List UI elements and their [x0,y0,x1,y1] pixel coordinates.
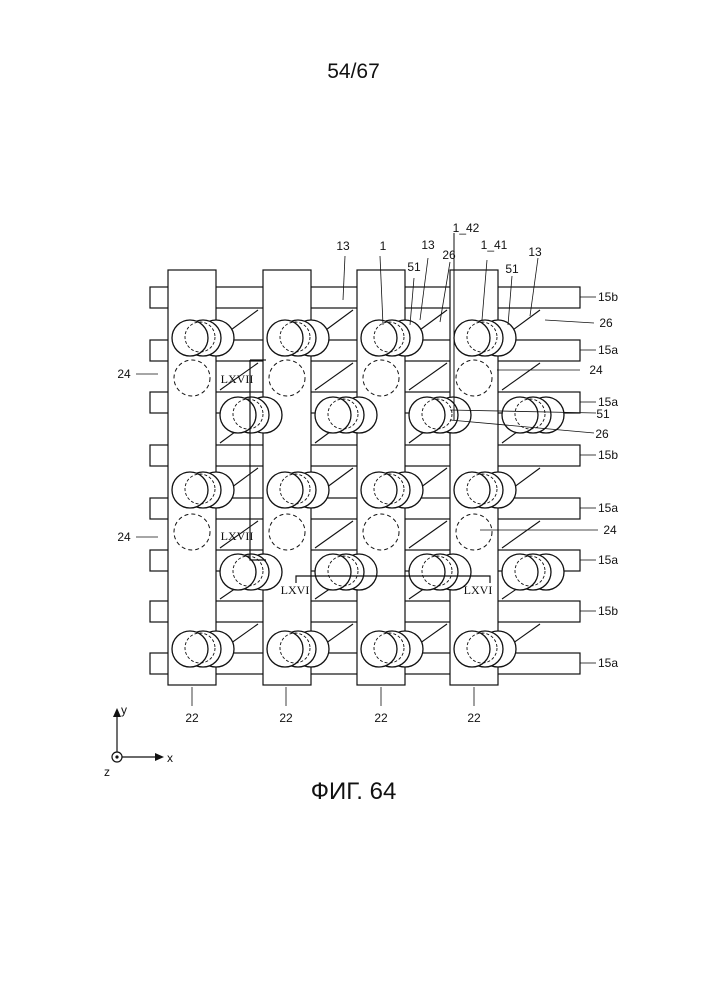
label-1: 1 [380,239,387,253]
label-15a-3: 15a [598,501,618,515]
label-51-a: 51 [407,260,421,274]
label-24-right-bottom: 24 [603,523,617,537]
section-label-lxvii-top: LXVII [221,372,254,386]
pillar-circle-a13-2 [454,472,490,508]
pillar-circle-a20-2 [172,631,208,667]
label-24-left-top: 24 [117,367,131,381]
leader-line-17 [545,320,594,323]
pillar-circle-a03-2 [454,320,490,356]
x-axis-label: x [167,751,173,765]
label-13-a: 13 [336,239,350,253]
label-22-b: 22 [279,711,293,725]
connector-1-3 [502,363,540,390]
x-axis-arrow [155,753,164,761]
label-22-c: 22 [374,711,388,725]
pillar-circle-a21-2 [267,631,303,667]
pillar-circle-a10-2 [172,472,208,508]
label-26-c: 26 [595,427,609,441]
label-15a-5: 15a [598,656,618,670]
label-22-d: 22 [467,711,481,725]
label-13-c: 13 [528,245,542,259]
connector-1-2 [409,363,447,390]
pillar-circle-b02-2 [409,397,445,433]
connector-4-2 [409,521,447,548]
label-1-41: 1_41 [481,238,508,252]
pillar-circle-a23-2 [454,631,490,667]
pillar-circle-b13-2 [502,554,538,590]
label-1-42: 1_42 [453,221,480,235]
pillar-circle-a01-2 [267,320,303,356]
label-22-a: 22 [185,711,199,725]
pillar-circle-a00-2 [172,320,208,356]
z-axis-label: z [104,765,110,779]
section-label-lxvi-right: LXVI [464,583,493,597]
pillar-circle-a22-2 [361,631,397,667]
connector-4-1 [315,521,353,548]
axis-indicator: y x z [104,703,173,779]
label-24-left-bottom: 24 [117,530,131,544]
label-51-b: 51 [505,262,519,276]
label-13-b: 13 [421,238,435,252]
pillar-circle-a11-2 [267,472,303,508]
label-15b-2: 15b [598,448,618,462]
z-axis-dot [115,755,118,758]
label-24-right-top: 24 [589,363,603,377]
label-15a-1: 15a [598,343,618,357]
pillar-circle-b12-2 [409,554,445,590]
pillar-circle-b01-2 [315,397,351,433]
label-51-c: 51 [596,407,610,421]
label-15b-1: 15b [598,290,618,304]
connector-1-1 [315,363,353,390]
label-15a-4: 15a [598,553,618,567]
y-axis-label: y [121,703,127,717]
label-26-a: 26 [442,248,456,262]
section-label-lxvii-bottom: LXVII [221,529,254,543]
pillar-circle-b11-2 [315,554,351,590]
label-26-b: 26 [599,316,613,330]
section-label-lxvi-left: LXVI [281,583,310,597]
y-axis-arrow [113,708,121,717]
figure-caption: ФИГ. 64 [0,778,707,806]
connector-4-3 [502,521,540,548]
pillar-circle-a12-2 [361,472,397,508]
pillar-circle-a02-2 [361,320,397,356]
label-15b-3: 15b [598,604,618,618]
